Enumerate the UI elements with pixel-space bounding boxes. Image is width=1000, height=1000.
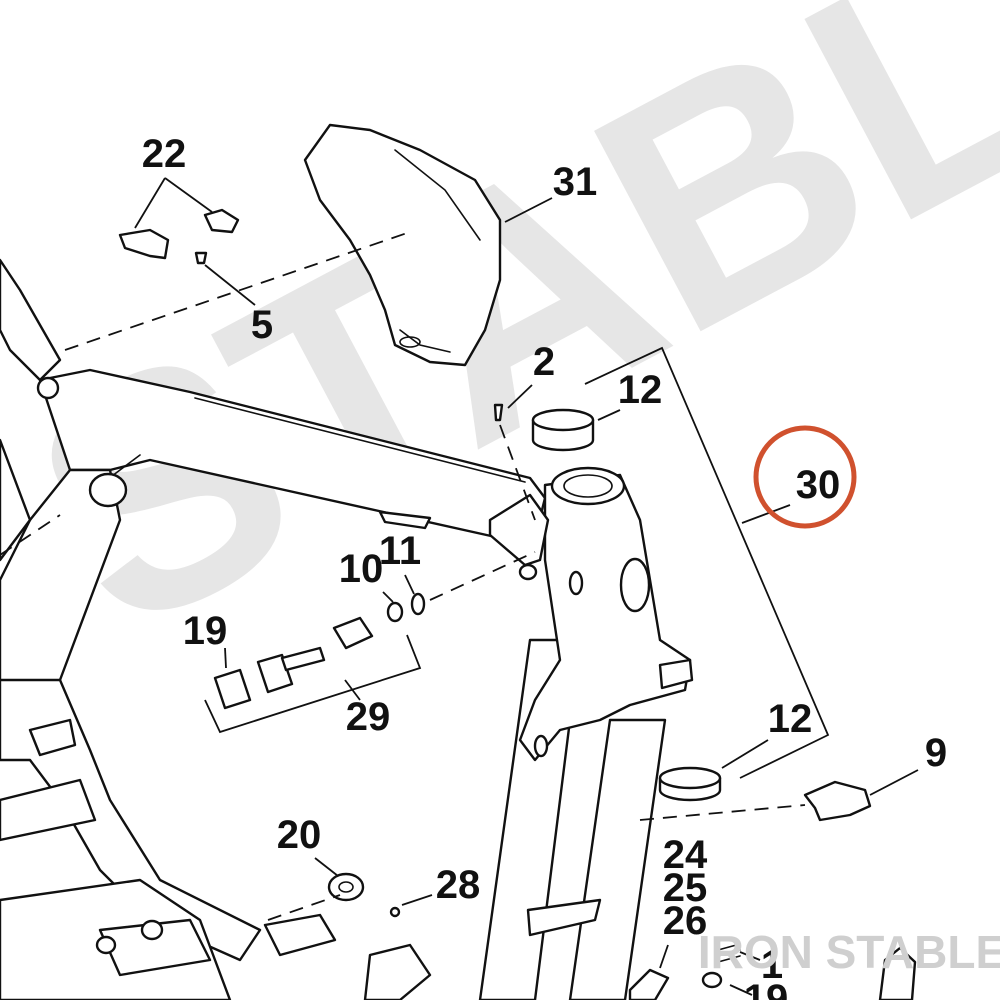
leader-lines xyxy=(134,177,919,996)
part-22-clip-a xyxy=(118,228,170,260)
watermark: STABLE xyxy=(0,0,1000,702)
callout-10: 10 xyxy=(339,547,384,591)
brand-logo-text: IRON STABLE xyxy=(698,926,1000,978)
callout-2: 2 xyxy=(533,340,555,384)
frame-mount-hole xyxy=(140,919,164,941)
part-12-bearing-bottom xyxy=(658,766,722,802)
steering-head-tab xyxy=(658,658,694,690)
frame-crossmember xyxy=(0,778,97,842)
part-29-lock-cylinder xyxy=(332,616,374,650)
callouts: 22 31 5 2 12 30 10 11 19 29 12 9 20 28 2… xyxy=(142,132,947,1000)
callout-12-bottom: 12 xyxy=(768,697,813,741)
callout-20: 20 xyxy=(277,813,322,857)
part-1-spring xyxy=(717,943,741,963)
frame-bushing xyxy=(36,376,60,400)
watermark-text: STABLE xyxy=(0,0,1000,702)
part-31-cover xyxy=(303,123,502,367)
callout-28: 28 xyxy=(436,863,481,907)
part-31-slot xyxy=(399,336,421,348)
frame-downtube-brace xyxy=(526,898,602,937)
callout-31: 31 xyxy=(553,160,598,204)
part-side-tube xyxy=(878,946,917,1000)
callout-29: 29 xyxy=(346,695,391,739)
highlight-circle-30 xyxy=(753,425,857,529)
frame xyxy=(0,258,694,1000)
frame-mount-hole xyxy=(95,935,117,955)
alignment-lines xyxy=(0,231,806,921)
part-28-bracket xyxy=(363,943,432,1000)
callout-19-bottom: 19 xyxy=(744,977,789,1000)
frame-tab xyxy=(28,718,77,757)
part-11-ring xyxy=(410,592,426,616)
part-20-bushing xyxy=(327,872,365,902)
frame-bracket xyxy=(263,913,337,957)
callout-30: 30 xyxy=(796,463,841,507)
callout-9: 9 xyxy=(925,731,947,775)
frame-gusset-hole xyxy=(88,472,128,508)
callout-22: 22 xyxy=(142,132,187,176)
bushing-bore xyxy=(338,881,354,893)
frame-lower-rear xyxy=(0,678,262,962)
steering-head-lock-hole xyxy=(619,557,651,613)
steering-head-slot-2 xyxy=(533,734,549,758)
steering-head-bore xyxy=(563,474,613,498)
callout-12-top: 12 xyxy=(618,368,663,412)
part-9-clamp xyxy=(803,780,872,822)
bearing-face xyxy=(658,766,722,790)
steering-head-bracket xyxy=(488,493,550,567)
frame-left-brace xyxy=(0,438,32,562)
callout-1: 1 xyxy=(761,943,783,987)
callout-25: 25 xyxy=(663,866,708,910)
callout-26: 26 xyxy=(663,899,708,943)
steering-head xyxy=(518,473,692,762)
part-10-spring xyxy=(386,601,404,623)
part-5-screw xyxy=(194,251,208,265)
callout-19: 19 xyxy=(183,609,228,653)
part-19-washer xyxy=(701,971,723,989)
steering-head-top xyxy=(550,466,626,506)
part-22-clip-b xyxy=(203,208,240,234)
bearing-face xyxy=(531,408,595,432)
callout-24: 24 xyxy=(663,833,708,877)
steering-head-slot xyxy=(568,570,584,596)
callout-5: 5 xyxy=(251,303,273,347)
part-12-bearing-top xyxy=(531,408,595,452)
steering-head-bolt xyxy=(518,563,538,581)
frame-clip xyxy=(378,510,432,530)
part-24-connector xyxy=(628,968,670,1000)
frame-front-downtube-2 xyxy=(568,718,667,1000)
part-19-lock-cover xyxy=(213,668,252,710)
frame-left-rail xyxy=(0,258,62,382)
callout-11: 11 xyxy=(379,529,421,573)
part-2-pin xyxy=(493,403,504,422)
part-28-ball xyxy=(389,906,401,918)
part-29-key-blade xyxy=(280,646,326,672)
